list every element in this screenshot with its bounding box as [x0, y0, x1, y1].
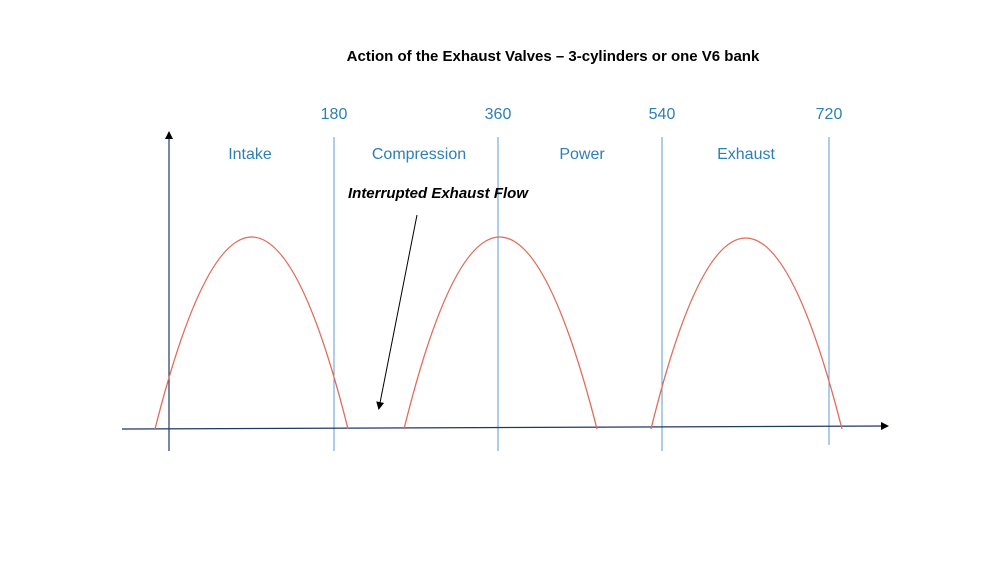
annotation-arrow	[376, 214, 418, 410]
x-axis	[121, 422, 889, 431]
valve-lift-curve-2	[403, 236, 598, 430]
phase-label-power: Power	[559, 146, 605, 163]
phase-label-compression: Compression	[372, 146, 466, 163]
phase-label-exhaust: Exhaust	[717, 146, 775, 163]
annotation-label: Interrupted Exhaust Flow	[348, 185, 529, 202]
tick-label-720: 720	[816, 106, 843, 123]
valve-lift-curve-1	[154, 236, 349, 430]
tick-label-360: 360	[485, 106, 512, 123]
tick-label-180: 180	[321, 106, 348, 123]
diagram-title: Action of the Exhaust Valves – 3-cylinde…	[347, 48, 760, 65]
phase-label-intake: Intake	[228, 146, 272, 163]
tick-label-540: 540	[649, 106, 676, 123]
valve-lift-curve-3	[650, 237, 843, 430]
